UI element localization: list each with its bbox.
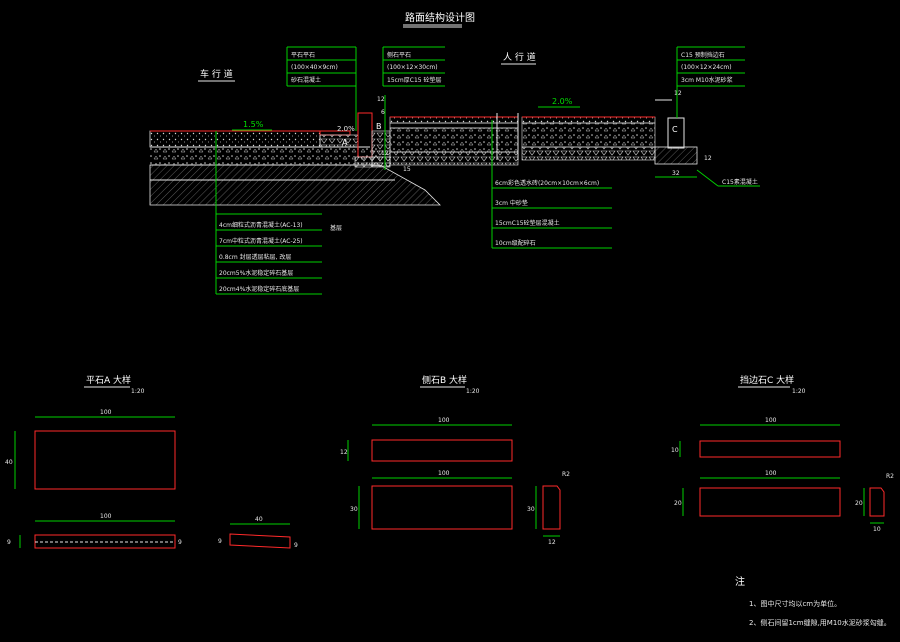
svg-text:1:20: 1:20 bbox=[792, 388, 806, 395]
svg-text:3cm 中砂垫: 3cm 中砂垫 bbox=[495, 199, 528, 207]
svg-text:砂石混凝土: 砂石混凝土 bbox=[291, 76, 321, 84]
svg-text:12: 12 bbox=[674, 90, 682, 97]
roadway-slope: 1.5% bbox=[243, 120, 264, 129]
flat-stone-plan bbox=[34, 430, 176, 490]
svg-text:10: 10 bbox=[671, 447, 679, 454]
svg-text:C15 预制挡边石: C15 预制挡边石 bbox=[681, 51, 725, 59]
svg-text:2.0%: 2.0% bbox=[337, 125, 355, 133]
detail-c-title: 挡边石C 大样 bbox=[740, 374, 794, 386]
svg-text:20cm4%水泥稳定碎石底基层: 20cm4%水泥稳定碎石底基层 bbox=[219, 285, 299, 293]
sidewalk-brick-layer bbox=[389, 116, 519, 124]
svg-text:R2: R2 bbox=[562, 471, 570, 478]
svg-text:12: 12 bbox=[340, 449, 348, 456]
svg-text:车 行 道: 车 行 道 bbox=[200, 68, 233, 80]
svg-text:1:20: 1:20 bbox=[131, 388, 145, 395]
svg-text:1:20: 1:20 bbox=[466, 388, 480, 395]
svg-text:100: 100 bbox=[438, 470, 450, 477]
svg-text:15cmC15砼垫层混凝土: 15cmC15砼垫层混凝土 bbox=[495, 219, 560, 227]
detail-a-title: 平石A 大样 bbox=[86, 374, 131, 386]
edge-stone-plan bbox=[699, 440, 841, 458]
callout-edge-stone: C15 预制挡边石 (100×12×24cm) 3cm M10水泥砂浆 bbox=[676, 46, 745, 118]
svg-text:30: 30 bbox=[527, 506, 535, 513]
svg-text:(100×12×24cm): (100×12×24cm) bbox=[681, 64, 732, 71]
svg-text:20cm5%水泥稳定碎石基层: 20cm5%水泥稳定碎石基层 bbox=[219, 269, 293, 277]
c15-base-block bbox=[654, 146, 698, 165]
svg-text:9: 9 bbox=[218, 538, 222, 545]
subbase-layer bbox=[149, 164, 441, 206]
svg-text:100: 100 bbox=[100, 409, 112, 416]
svg-text:100: 100 bbox=[438, 417, 450, 424]
callout-sidewalk-layers: 6cm彩色透水砖(20cm×10cm×6cm) 3cm 中砂垫 15cmC15砼… bbox=[491, 120, 612, 249]
svg-text:7cm中粒式沥青混凝土(AC-25): 7cm中粒式沥青混凝土(AC-25) bbox=[219, 237, 303, 245]
svg-text:B: B bbox=[376, 122, 382, 131]
svg-text:(100×40×9cm): (100×40×9cm) bbox=[291, 64, 338, 71]
svg-text:9: 9 bbox=[7, 539, 11, 546]
svg-text:15cm厚C15 砼垫层: 15cm厚C15 砼垫层 bbox=[387, 76, 442, 84]
svg-text:100: 100 bbox=[100, 513, 112, 520]
svg-text:C: C bbox=[672, 125, 678, 134]
sidewalk-label: 人 行 道 bbox=[501, 51, 536, 65]
svg-text:12: 12 bbox=[377, 96, 385, 103]
svg-text:20: 20 bbox=[855, 500, 863, 507]
callout-roadway-layers: 4cm细粒式沥青混凝土(AC-13) 7cm中粒式沥青混凝土(AC-25) 0.… bbox=[215, 131, 322, 295]
svg-text:20: 20 bbox=[674, 500, 682, 507]
svg-text:基层: 基层 bbox=[330, 224, 342, 232]
sidewalk-slope: 2.0% bbox=[552, 97, 573, 106]
callout-c15-base: C15素混凝土 bbox=[696, 169, 760, 187]
svg-text:10cm级配碎石: 10cm级配碎石 bbox=[495, 239, 536, 247]
curb-stone-section bbox=[542, 485, 561, 530]
notes-heading: 注 bbox=[735, 575, 745, 588]
svg-text:40: 40 bbox=[5, 459, 13, 466]
svg-text:R2: R2 bbox=[886, 473, 894, 480]
svg-text:12: 12 bbox=[704, 155, 712, 162]
svg-text:6: 6 bbox=[381, 109, 385, 116]
svg-text:9: 9 bbox=[294, 542, 298, 549]
edge-stone-section bbox=[869, 487, 885, 517]
svg-text:30: 30 bbox=[350, 506, 358, 513]
edge-stone-elevation bbox=[699, 487, 841, 517]
svg-text:12: 12 bbox=[548, 539, 556, 546]
svg-text:100: 100 bbox=[765, 470, 777, 477]
svg-text:侧石平石: 侧石平石 bbox=[387, 51, 411, 59]
svg-text:(100×12×30cm): (100×12×30cm) bbox=[387, 64, 438, 71]
curb-stone-elevation bbox=[371, 485, 513, 530]
svg-text:6cm彩色透水砖(20cm×10cm×6cm): 6cm彩色透水砖(20cm×10cm×6cm) bbox=[495, 179, 599, 187]
drawing-title: 路面结构设计图 bbox=[403, 11, 475, 28]
curb-stone-plan bbox=[371, 439, 513, 462]
svg-text:15: 15 bbox=[403, 166, 411, 173]
detail-c: 挡边石C 大样 1:20 100 10 100 20 10 20 R2 bbox=[671, 374, 894, 533]
detail-a: 平石A 大样 1:20 100 40 100 9 9 40 9 9 bbox=[5, 374, 298, 549]
asphalt-layer bbox=[149, 130, 321, 148]
notes: 注 1、图中尺寸均以cm为单位。 2、侧石间留1cm缝隙,用M10水泥砂浆勾缝。 bbox=[735, 575, 891, 627]
note-item: 1、图中尺寸均以cm为单位。 bbox=[749, 599, 841, 608]
svg-text:10: 10 bbox=[873, 526, 881, 533]
svg-text:A: A bbox=[342, 138, 348, 147]
svg-text:9: 9 bbox=[178, 539, 182, 546]
detail-b: 侧石B 大样 1:20 100 12 100 30 12 30 R2 bbox=[340, 374, 570, 546]
note-item: 2、侧石间留1cm缝隙,用M10水泥砂浆勾缝。 bbox=[749, 618, 891, 627]
svg-text:C15素混凝土: C15素混凝土 bbox=[722, 178, 758, 186]
svg-text:40: 40 bbox=[255, 516, 263, 523]
callout-flat-stone: 平石平石 (100×40×9cm) 砂石混凝土 bbox=[286, 46, 357, 131]
svg-text:平石平石: 平石平石 bbox=[291, 52, 315, 59]
roadway-label: 车 行 道 bbox=[198, 68, 235, 82]
svg-text:32: 32 bbox=[672, 170, 680, 177]
cross-section: A B C 1.5% 2.0% 2.0% 12 6 12 15 12 12 32… bbox=[149, 90, 712, 232]
svg-text:4cm细粒式沥青混凝土(AC-13): 4cm细粒式沥青混凝土(AC-13) bbox=[219, 221, 303, 229]
detail-b-title: 侧石B 大样 bbox=[422, 374, 467, 386]
svg-text:12: 12 bbox=[381, 150, 389, 157]
svg-text:人 行 道: 人 行 道 bbox=[503, 51, 536, 63]
svg-text:3cm M10水泥砂浆: 3cm M10水泥砂浆 bbox=[681, 76, 733, 84]
svg-text:路面结构设计图: 路面结构设计图 bbox=[405, 11, 475, 24]
flat-stone-section bbox=[229, 533, 291, 549]
svg-text:100: 100 bbox=[765, 417, 777, 424]
svg-text:0.8cm 封层透层粘层, 改层: 0.8cm 封层透层粘层, 改层 bbox=[219, 253, 291, 261]
base-layer bbox=[150, 147, 380, 165]
callout-curb-stone: 侧石平石 (100×12×30cm) 15cm厚C15 砼垫层 bbox=[382, 46, 445, 87]
